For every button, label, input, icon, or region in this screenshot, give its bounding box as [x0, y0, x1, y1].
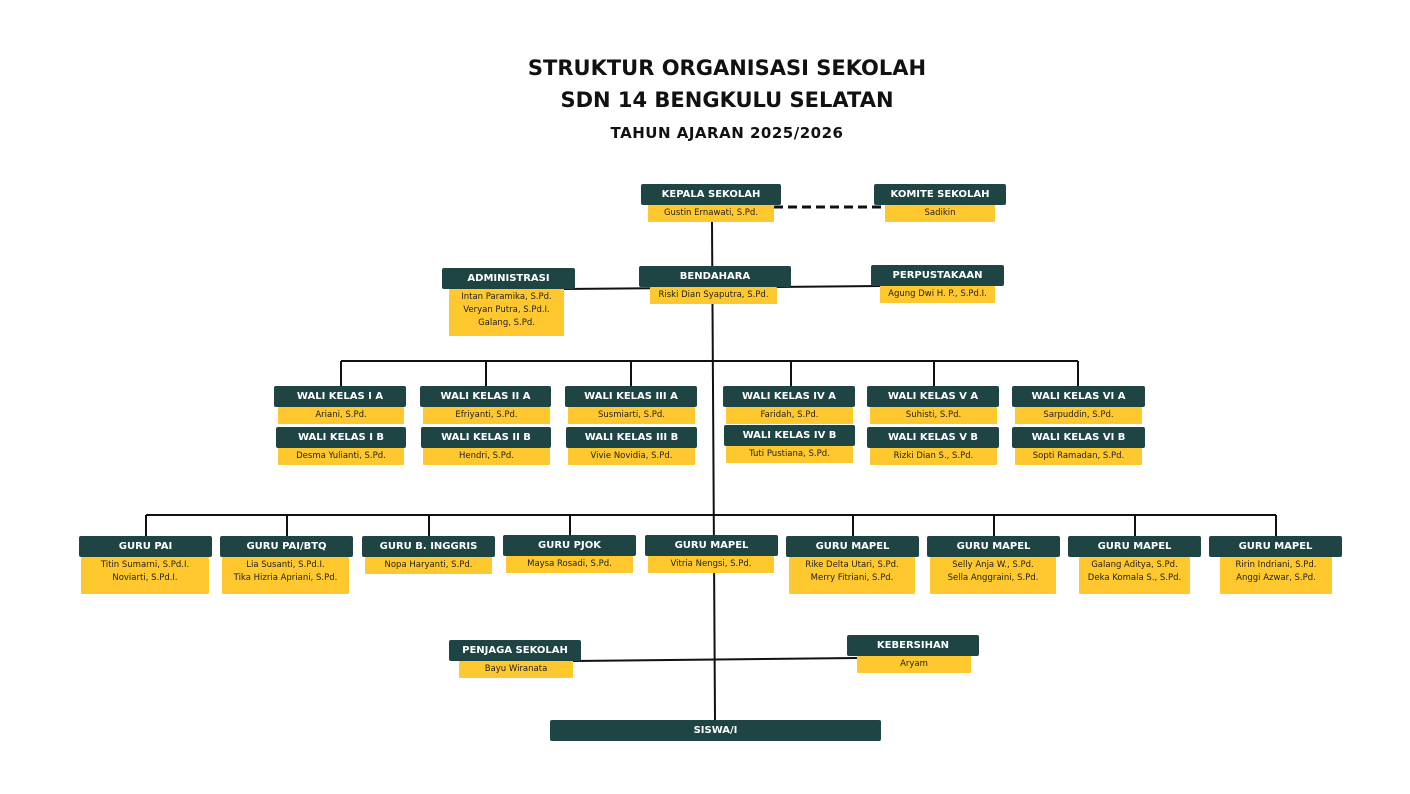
- role-header-guru-mapel: GURU MAPEL: [1209, 536, 1342, 557]
- role-header-kepala-sekolah: KEPALA SEKOLAH: [641, 184, 781, 205]
- person-name: Sarpuddin, S.Pd.: [1043, 410, 1114, 420]
- name-box-wali-kelas-vi-b: Sopti Ramadan, S.Pd.: [1015, 448, 1142, 465]
- person-name: Nopa Haryanti, S.Pd.: [384, 560, 473, 570]
- person-name: Maysa Rosadi, S.Pd.: [527, 559, 612, 569]
- name-box-wali-kelas-ii-b: Hendri, S.Pd.: [423, 448, 550, 465]
- person-name: Vivie Novidia, S.Pd.: [590, 451, 673, 461]
- person-name: Gustin Ernawati, S.Pd.: [663, 208, 759, 218]
- role-header-guru-mapel: GURU MAPEL: [786, 536, 919, 557]
- name-box-wali-kelas-i-a: Ariani, S.Pd.: [278, 407, 404, 424]
- role-header-wali-kelas-iv-a: WALI KELAS IV A: [723, 386, 855, 407]
- person-name: Bayu Wiranata: [484, 664, 548, 674]
- role-header-wali-kelas-iii-b: WALI KELAS III B: [566, 427, 697, 448]
- role-header-wali-kelas-v-a: WALI KELAS V A: [867, 386, 999, 407]
- role-header-wali-kelas-v-b: WALI KELAS V B: [867, 427, 999, 448]
- name-box-kebersihan: Aryam: [857, 656, 971, 673]
- name-box-guru-pai-btq: Lia Susanti, S.Pd.I. Tika Hizria Apriani,…: [222, 557, 349, 594]
- person-name: Ririn Indriani, S.Pd.: [1235, 560, 1317, 570]
- role-header-guru-pai-btq: GURU PAI/BTQ: [220, 536, 353, 557]
- person-name: Efriyanti, S.Pd.: [455, 410, 518, 420]
- name-box-guru-mapel: Vitria Nengsi, S.Pd.: [648, 556, 774, 573]
- name-box-penjaga-sekolah: Bayu Wiranata: [459, 661, 573, 678]
- role-header-guru-pjok: GURU PJOK: [503, 535, 636, 556]
- school-name: SDN 14 BENGKULU SELATAN: [560, 88, 894, 112]
- person-name: Anggi Azwar, S.Pd.: [1236, 573, 1316, 583]
- name-box-wali-kelas-v-a: Suhisti, S.Pd.: [870, 407, 997, 424]
- person-name: Aryam: [900, 659, 928, 669]
- person-name: Merry Fitriani, S.Pd.: [810, 573, 894, 583]
- person-name: Susmiarti, S.Pd.: [598, 410, 665, 420]
- person-name: Veryan Putra, S.Pd.I.: [463, 305, 550, 315]
- person-name: Vitria Nengsi, S.Pd.: [670, 559, 752, 569]
- person-name: Desma Yulianti, S.Pd.: [296, 451, 386, 461]
- name-box-wali-kelas-ii-a: Efriyanti, S.Pd.: [423, 407, 550, 424]
- role-header-guru-b-inggris: GURU B. INGGRIS: [362, 536, 495, 557]
- name-box-guru-mapel: Selly Anja W., S.Pd. Sella Anggraini, S.P…: [930, 557, 1056, 594]
- role-header-wali-kelas-i-b: WALI KELAS I B: [276, 427, 406, 448]
- name-box-guru-mapel: Ririn Indriani, S.Pd. Anggi Azwar, S.Pd.: [1220, 557, 1332, 594]
- role-header-guru-pai: GURU PAI: [79, 536, 212, 557]
- person-name: Lia Susanti, S.Pd.I.: [246, 560, 325, 570]
- name-box-guru-b-inggris: Nopa Haryanti, S.Pd.: [365, 557, 492, 574]
- role-header-wali-kelas-vi-b: WALI KELAS VI B: [1012, 427, 1145, 448]
- name-box-bendahara: Riski Dian Syaputra, S.Pd.: [650, 287, 777, 304]
- name-box-wali-kelas-iv-a: Faridah, S.Pd.: [726, 407, 853, 424]
- person-name: Deka Komala S., S.Pd.: [1087, 573, 1182, 583]
- person-name: Rike Delta Utari, S.Pd.: [805, 560, 899, 570]
- name-box-komite-sekolah: Sadikin: [885, 205, 995, 222]
- person-name: Ariani, S.Pd.: [315, 410, 367, 420]
- name-box-kepala-sekolah: Gustin Ernawati, S.Pd.: [648, 205, 774, 222]
- person-name: Intan Paramika, S.Pd.: [461, 292, 552, 302]
- name-box-guru-pai: Titin Sumarni, S.Pd.I. Noviarti, S.Pd.I.: [81, 557, 209, 594]
- person-name: Tuti Pustiana, S.Pd.: [749, 449, 830, 459]
- role-header-wali-kelas-vi-a: WALI KELAS VI A: [1012, 386, 1145, 407]
- name-box-guru-pjok: Maysa Rosadi, S.Pd.: [506, 556, 633, 573]
- academic-year: TAHUN AJARAN 2025/2026: [610, 124, 844, 142]
- role-header-wali-kelas-ii-a: WALI KELAS II A: [420, 386, 551, 407]
- person-name: Galang Aditya, S.Pd.: [1091, 560, 1178, 570]
- person-name: Riski Dian Syaputra, S.Pd.: [658, 290, 769, 300]
- person-name: Tika Hizria Apriani, S.Pd.: [233, 573, 338, 583]
- name-box-wali-kelas-iii-b: Vivie Novidia, S.Pd.: [568, 448, 695, 465]
- role-header-wali-kelas-ii-b: WALI KELAS II B: [421, 427, 551, 448]
- chart-title: STRUKTUR ORGANISASI SEKOLAH: [527, 56, 927, 80]
- name-box-wali-kelas-i-b: Desma Yulianti, S.Pd.: [278, 448, 404, 465]
- role-header-penjaga-sekolah: PENJAGA SEKOLAH: [449, 640, 581, 661]
- role-header-komite-sekolah: KOMITE SEKOLAH: [874, 184, 1006, 205]
- person-name: Noviarti, S.Pd.I.: [112, 573, 178, 583]
- person-name: Agung Dwi H. P., S.Pd.I.: [888, 289, 987, 299]
- name-box-wali-kelas-iii-a: Susmiarti, S.Pd.: [568, 407, 695, 424]
- name-box-perpustakaan: Agung Dwi H. P., S.Pd.I.: [880, 286, 995, 303]
- role-header-perpustakaan: PERPUSTAKAAN: [871, 265, 1004, 286]
- person-name: Hendri, S.Pd.: [459, 451, 514, 461]
- person-name: Titin Sumarni, S.Pd.I.: [100, 560, 190, 570]
- person-name: Sadikin: [924, 208, 956, 218]
- name-box-administrasi: Intan Paramika, S.Pd. Veryan Putra, S.Pd.…: [449, 289, 564, 336]
- role-header-siswa-i: SISWA/I: [550, 720, 881, 741]
- connector-line: [711, 221, 716, 721]
- name-box-guru-mapel: Galang Aditya, S.Pd. Deka Komala S., S.Pd…: [1079, 557, 1190, 594]
- role-header-administrasi: ADMINISTRASI: [442, 268, 575, 289]
- role-header-guru-mapel: GURU MAPEL: [645, 535, 778, 556]
- role-header-wali-kelas-iv-b: WALI KELAS IV B: [724, 425, 855, 446]
- name-box-guru-mapel: Rike Delta Utari, S.Pd. Merry Fitriani, S…: [789, 557, 915, 594]
- person-name: Rizki Dian S., S.Pd.: [893, 451, 974, 461]
- role-header-wali-kelas-iii-a: WALI KELAS III A: [565, 386, 697, 407]
- name-box-wali-kelas-iv-b: Tuti Pustiana, S.Pd.: [726, 446, 853, 463]
- person-name: Selly Anja W., S.Pd.: [952, 560, 1034, 570]
- person-name: Faridah, S.Pd.: [760, 410, 819, 420]
- name-box-wali-kelas-v-b: Rizki Dian S., S.Pd.: [870, 448, 997, 465]
- role-header-guru-mapel: GURU MAPEL: [1068, 536, 1201, 557]
- name-box-wali-kelas-vi-a: Sarpuddin, S.Pd.: [1015, 407, 1142, 424]
- role-header-wali-kelas-i-a: WALI KELAS I A: [274, 386, 406, 407]
- person-name: Suhisti, S.Pd.: [905, 410, 962, 420]
- role-header-guru-mapel: GURU MAPEL: [927, 536, 1060, 557]
- person-name: Galang, S.Pd.: [478, 318, 535, 328]
- person-name: Sella Anggraini, S.Pd.: [947, 573, 1039, 583]
- connector-line: [572, 657, 858, 662]
- person-name: Sopti Ramadan, S.Pd.: [1032, 451, 1125, 461]
- role-header-bendahara: BENDAHARA: [639, 266, 791, 287]
- role-header-kebersihan: KEBERSIHAN: [847, 635, 979, 656]
